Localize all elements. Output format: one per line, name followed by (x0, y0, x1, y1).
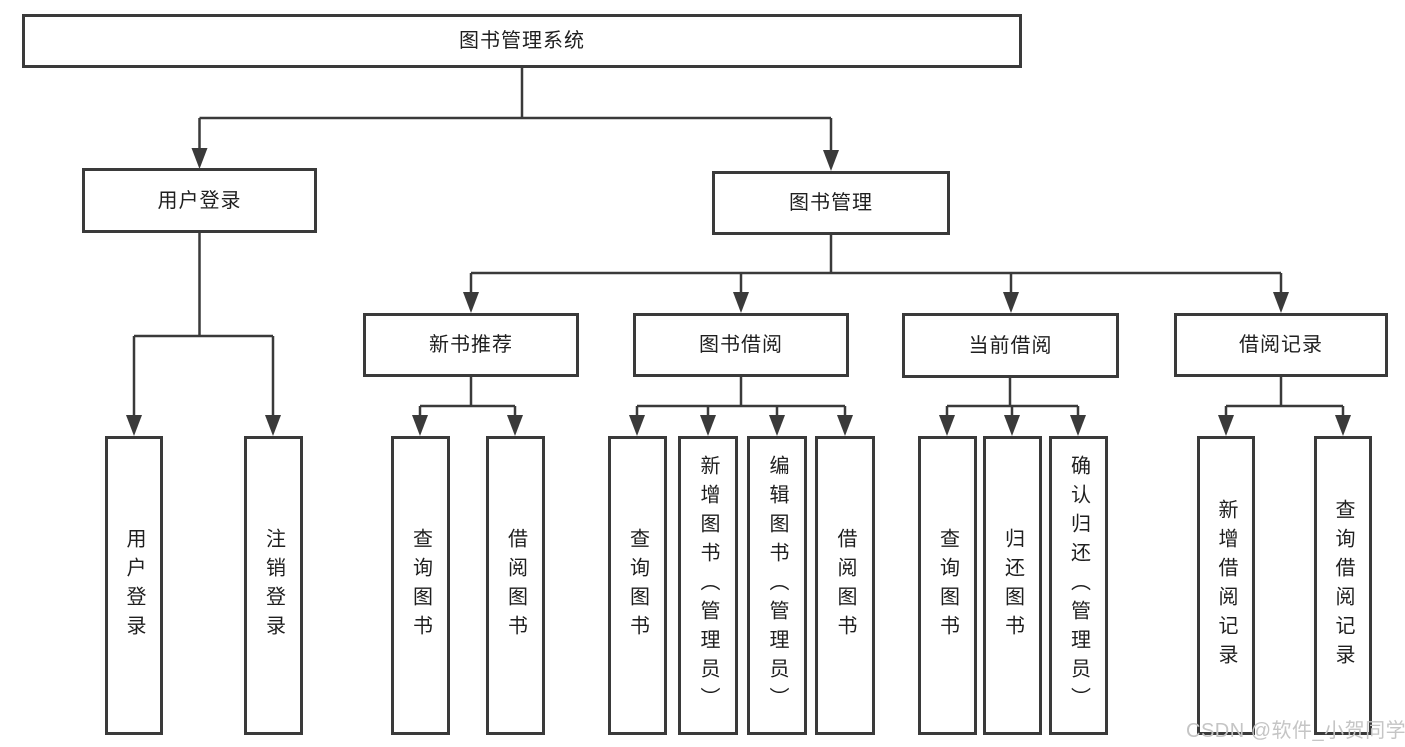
node-label: 用户登录 (123, 527, 145, 644)
node-borrowing-records: 借阅记录 (1174, 313, 1388, 377)
leaf-confirm-return-admin: 确认归还（管理员） (1049, 436, 1108, 735)
node-label: 查询图书 (936, 527, 959, 644)
node-label: 借阅图书 (504, 527, 527, 644)
node-user-login: 用户登录 (82, 168, 317, 233)
node-label: 查询图书 (409, 527, 432, 644)
node-label: 借阅图书 (834, 527, 856, 644)
leaf-query-books-under-current: 查询图书 (918, 436, 977, 735)
node-label: 新增图书（管理员） (697, 455, 719, 716)
leaf-add-books-admin: 新增图书（管理员） (678, 436, 738, 735)
node-label: 图书管理 (789, 192, 873, 214)
node-root-library-management-system: 图书管理系统 (22, 14, 1022, 68)
node-label: 查询图书 (626, 527, 649, 644)
leaf-query-books-under-new-book: 查询图书 (391, 436, 450, 735)
leaf-edit-books-admin: 编辑图书（管理员） (747, 436, 807, 735)
leaf-query-books-under-borrowing: 查询图书 (608, 436, 667, 735)
leaf-borrow-books-under-new-book: 借阅图书 (486, 436, 545, 735)
node-label: 用户登录 (157, 189, 242, 212)
leaf-logout: 注销登录 (244, 436, 303, 735)
leaf-borrow-books-under-borrowing: 借阅图书 (815, 436, 875, 735)
node-label: 图书借阅 (699, 334, 783, 356)
leaf-user-login: 用户登录 (105, 436, 163, 735)
node-label: 注销登录 (262, 527, 285, 644)
node-current-borrowing: 当前借阅 (902, 313, 1119, 378)
node-new-book-recommend: 新书推荐 (363, 313, 579, 377)
node-label: 归还图书 (1001, 527, 1024, 644)
node-label: 确认归还（管理员） (1067, 455, 1090, 716)
node-book-management: 图书管理 (712, 171, 950, 235)
csdn-watermark: CSDN @软件_小贺同学 (1186, 720, 1405, 742)
leaf-query-borrow-record: 查询借阅记录 (1314, 436, 1372, 735)
node-label: 当前借阅 (968, 334, 1053, 357)
node-label: 编辑图书（管理员） (766, 455, 788, 716)
node-label: 新书推荐 (429, 334, 513, 356)
arrowheads (126, 148, 1351, 436)
leaf-add-borrow-record: 新增借阅记录 (1197, 436, 1255, 735)
node-label: 查询借阅记录 (1332, 498, 1354, 673)
node-label: 图书管理系统 (459, 30, 585, 52)
node-label: 借阅记录 (1239, 334, 1323, 356)
node-book-borrowing: 图书借阅 (633, 313, 849, 377)
node-label: 新增借阅记录 (1215, 498, 1237, 673)
leaf-return-books: 归还图书 (983, 436, 1042, 735)
